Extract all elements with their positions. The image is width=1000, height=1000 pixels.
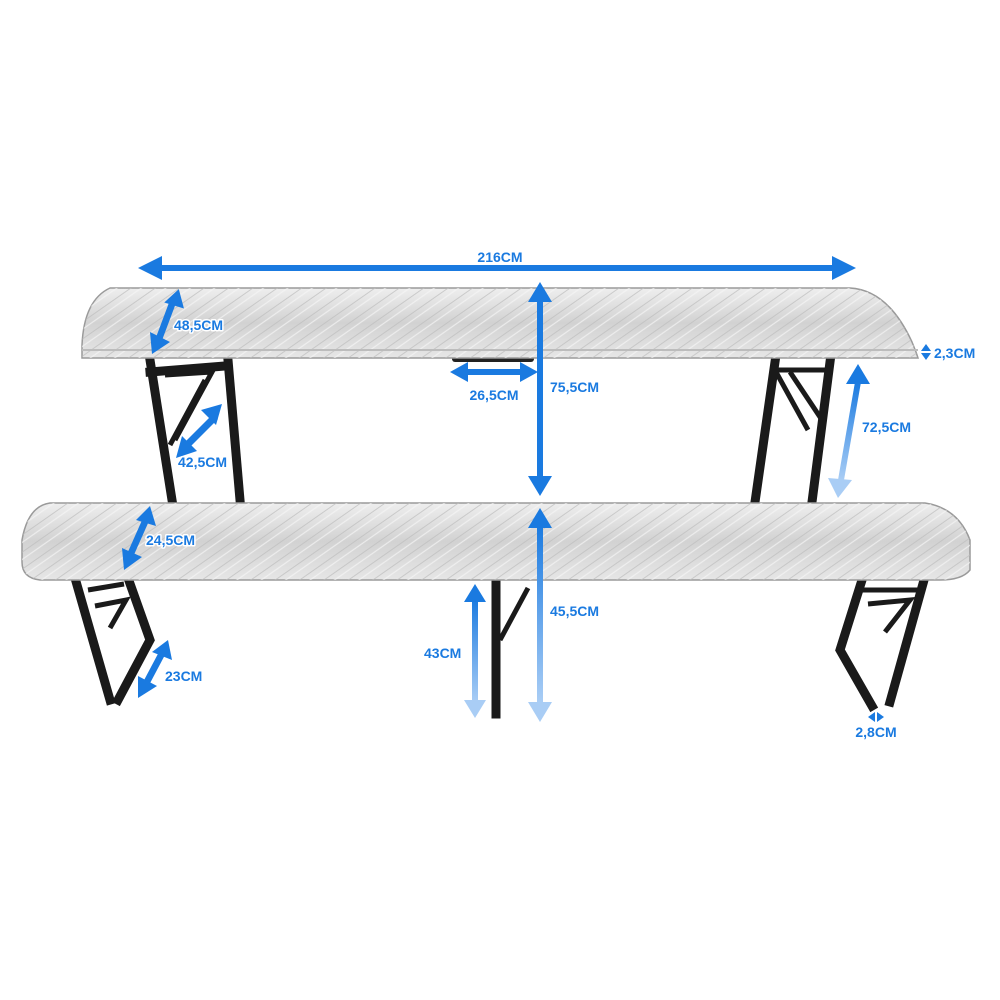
arrow-foot-width xyxy=(868,712,884,722)
arrow-frame-span xyxy=(450,362,538,382)
label-bench-clearance: 43CM xyxy=(424,645,461,661)
bench xyxy=(21,502,971,719)
label-table-leg-width: 42,5CM xyxy=(178,454,227,470)
arrow-table-height xyxy=(528,282,552,496)
arrow-bench-depth xyxy=(122,506,156,570)
label-frame-span: 26,5CM xyxy=(469,387,518,403)
dimension-labels: 216CM 48,5CM 2,3CM 75,5CM 72,5CM 26,5CM … xyxy=(145,248,977,742)
arrow-table-length xyxy=(138,256,856,280)
dimension-arrows xyxy=(122,256,931,722)
bench-right-leg-frame xyxy=(835,574,930,713)
label-top-thickness: 2,3CM xyxy=(934,345,975,361)
arrow-table-leg-width xyxy=(176,404,222,458)
table-right-leg-frame xyxy=(749,356,836,508)
bench-center-leg xyxy=(491,575,531,719)
label-bench-leg-width: 23CM xyxy=(165,668,202,684)
label-bench-depth: 24,5CM xyxy=(146,532,195,548)
table-left-leg-frame xyxy=(144,354,245,506)
arrow-table-depth xyxy=(150,289,184,354)
arrow-bench-height xyxy=(528,508,552,722)
label-table-length: 216CM xyxy=(477,249,522,265)
label-table-height: 75,5CM xyxy=(550,379,599,395)
arrow-leg-clearance xyxy=(828,364,870,498)
table xyxy=(81,287,920,508)
label-foot-width: 2,8CM xyxy=(855,724,896,740)
arrow-top-thickness xyxy=(921,344,931,360)
label-table-depth: 48,5CM xyxy=(174,317,223,333)
label-bench-height: 45,5CM xyxy=(550,603,599,619)
bench-left-leg-frame xyxy=(69,572,155,707)
arrow-bench-clearance xyxy=(464,584,486,718)
label-leg-clearance: 72,5CM xyxy=(862,419,911,435)
arrow-bench-leg-width xyxy=(138,640,172,698)
